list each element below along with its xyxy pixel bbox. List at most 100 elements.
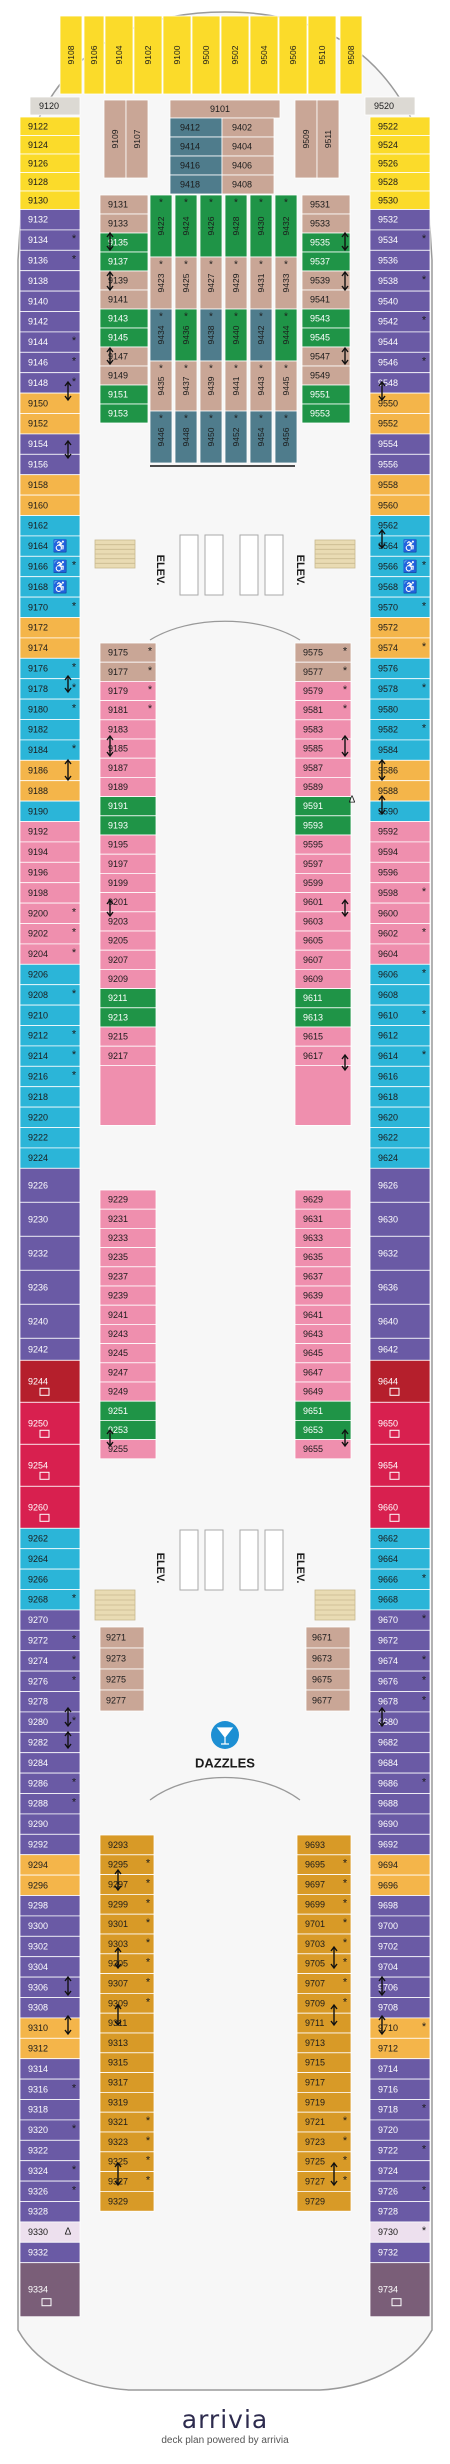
cabin-9456[interactable] <box>274 410 298 464</box>
cabin-number: 9710 <box>378 2023 398 2033</box>
star-marker: * <box>259 198 263 209</box>
arrow-head <box>106 359 114 366</box>
arrow-head <box>378 2014 386 2021</box>
cabin-number: 9322 <box>28 2146 48 2156</box>
star-marker: * <box>72 662 77 674</box>
cabin-number: 9587 <box>303 763 323 773</box>
cabin-number: 9212 <box>28 1031 48 1041</box>
cabin-9408[interactable] <box>221 174 275 195</box>
star-marker: * <box>422 1572 427 1584</box>
cabin-number: 9660 <box>378 1502 398 1512</box>
cabin-number: 9292 <box>28 1840 48 1850</box>
cabin-9107[interactable] <box>125 99 149 179</box>
star-marker: * <box>234 414 238 425</box>
cabin-9254[interactable] <box>19 1443 81 1487</box>
cabin-number: 9320 <box>28 2125 48 2135</box>
star-marker: * <box>284 260 288 271</box>
cabin-number: 9544 <box>378 337 398 347</box>
star-marker: * <box>72 682 77 694</box>
cabin-9120[interactable] <box>29 96 81 116</box>
cabin-9553[interactable] <box>301 403 351 424</box>
cabin-9454[interactable] <box>249 410 273 464</box>
cabin-number: 9704 <box>378 1962 398 1972</box>
cabin-number: 9176 <box>28 664 48 674</box>
cabin-9100[interactable] <box>162 15 192 95</box>
cabin-9329[interactable] <box>99 2190 155 2212</box>
cabin-9226[interactable] <box>19 1167 81 1203</box>
cabin-number: 9299 <box>108 1899 128 1909</box>
star-marker: * <box>422 2184 427 2196</box>
cabin-9255[interactable] <box>99 1439 157 1460</box>
cabin-number: 9312 <box>28 2044 48 2054</box>
cabin-9502[interactable] <box>220 15 250 95</box>
cabin-number: 9204 <box>28 949 48 959</box>
cabin-9104[interactable] <box>104 15 134 95</box>
cocktail-glass <box>216 1727 234 1745</box>
cabin-number: 9428 <box>231 216 241 235</box>
cabin-number: 9524 <box>378 140 398 150</box>
cabin-9520[interactable] <box>364 96 416 116</box>
cabin-number: 9588 <box>378 786 398 796</box>
star-marker: * <box>422 1776 427 1788</box>
cabin-9729[interactable] <box>296 2190 352 2212</box>
cabin-9734[interactable] <box>369 2262 431 2318</box>
cabin-9260[interactable] <box>19 1485 81 1529</box>
star-marker: * <box>343 1957 348 1969</box>
cabin-9655[interactable] <box>294 1439 352 1460</box>
venue-arc <box>149 1776 301 1801</box>
cabin-9654[interactable] <box>369 1443 431 1487</box>
star-marker: * <box>422 886 427 898</box>
cabin-9640[interactable] <box>369 1303 431 1339</box>
cabin-9508[interactable] <box>339 15 363 95</box>
cabin-9630[interactable] <box>369 1201 431 1237</box>
cabin-9106[interactable] <box>83 15 105 95</box>
cabin-9153[interactable] <box>99 403 149 424</box>
cabin-number: 9324 <box>28 2166 48 2176</box>
star-marker: * <box>146 1878 151 1890</box>
cabin-9236[interactable] <box>19 1269 81 1305</box>
cabin-number: 9695 <box>305 1860 325 1870</box>
star-marker: * <box>72 335 77 347</box>
cabin-9644[interactable] <box>369 1359 431 1403</box>
cabin-9102[interactable] <box>133 15 163 95</box>
cabin-number: 9107 <box>132 129 142 148</box>
cabin-9510[interactable] <box>307 15 337 95</box>
accessible-icon: ♿ <box>403 580 418 594</box>
cabin-9511[interactable] <box>316 99 340 179</box>
cabin-number: 9247 <box>108 1367 128 1377</box>
cabin-number: 9404 <box>232 142 252 152</box>
cabin-number: 9318 <box>28 2105 48 2115</box>
cabin-number: 9528 <box>378 177 398 187</box>
cabin-9626[interactable] <box>369 1167 431 1203</box>
cabin-number: 9673 <box>312 1654 332 1664</box>
star-marker: * <box>184 312 188 323</box>
cabin-number: 9253 <box>108 1425 128 1435</box>
cabin-number: 9592 <box>378 827 398 837</box>
star-marker: * <box>234 260 238 271</box>
cabin-9334[interactable] <box>19 2262 81 2318</box>
cabin-9650[interactable] <box>369 1401 431 1445</box>
cabin-9244[interactable] <box>19 1359 81 1403</box>
star-marker: * <box>72 2184 77 2196</box>
cabin-9632[interactable] <box>369 1235 431 1271</box>
cabin-9450[interactable] <box>199 410 223 464</box>
arrow-head <box>341 911 349 918</box>
cabin-number: 9243 <box>108 1329 128 1339</box>
cabin-9504[interactable] <box>249 15 279 95</box>
cabin-number: 9705 <box>305 1959 325 1969</box>
cabin-9452[interactable] <box>224 410 248 464</box>
cabin-9232[interactable] <box>19 1235 81 1271</box>
cabin-number: 9576 <box>378 664 398 674</box>
cabin-9677[interactable] <box>305 1689 351 1712</box>
cabin-9500[interactable] <box>191 15 221 95</box>
star-marker: * <box>422 274 427 286</box>
cabin-9108[interactable] <box>59 15 83 95</box>
arrow-head <box>64 1990 72 1997</box>
cabin-9230[interactable] <box>19 1201 81 1237</box>
cabin-9277[interactable] <box>99 1689 145 1712</box>
cabin-9446[interactable] <box>149 410 173 464</box>
cabin-number: 9446 <box>156 427 166 446</box>
cabin-9506[interactable] <box>278 15 308 95</box>
cabin-9448[interactable] <box>174 410 198 464</box>
